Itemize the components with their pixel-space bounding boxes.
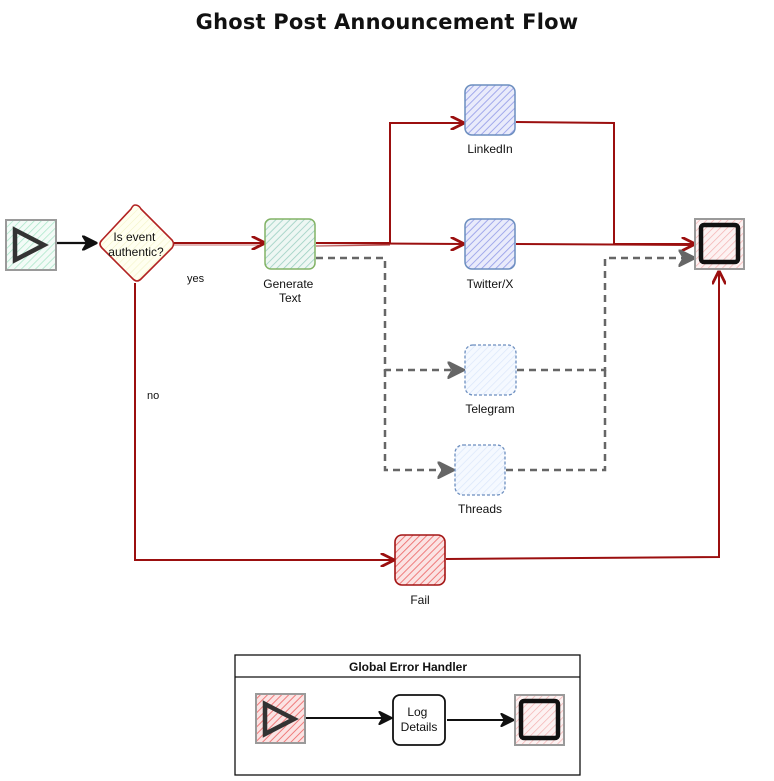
log-label-line2: Details	[401, 720, 438, 734]
task-twitter[interactable]: Twitter/X	[464, 218, 516, 291]
play-triangle-icon	[262, 700, 299, 738]
twitter-label: Twitter/X	[467, 277, 514, 291]
edge-decision-to-fail[interactable]	[134, 283, 393, 560]
svg-text:Is event authentic?: Is event authentic?	[108, 230, 164, 259]
edge-telegram-to-end[interactable]	[517, 258, 694, 372]
decision-label-line1: Is event	[113, 230, 156, 244]
svg-text:Log Details: Log Details	[401, 705, 438, 734]
generate-label-line1: Generate	[263, 277, 313, 291]
global-error-handler-pool: Global Error Handler Log Details	[234, 654, 581, 776]
generate-label-line2: Text	[279, 291, 302, 305]
linkedin-label: LinkedIn	[467, 142, 512, 156]
edge-linkedin-to-end[interactable]	[515, 121, 694, 244]
task-generate-text[interactable]: Generate Text	[263, 218, 316, 305]
edge-label-yes: yes	[187, 273, 205, 285]
edges: yes no	[57, 122, 719, 560]
threads-label: Threads	[458, 502, 502, 516]
stop-square-icon	[518, 698, 561, 741]
diagram-title: Ghost Post Announcement Flow	[195, 10, 579, 34]
start-event[interactable]	[5, 219, 57, 271]
decision-gateway[interactable]: Is event authentic?	[99, 204, 175, 282]
edge-generate-to-linkedin[interactable]	[316, 123, 463, 244]
edge-generate-to-threads[interactable]	[383, 370, 453, 470]
decision-label-line2: authentic?	[108, 245, 164, 259]
error-end-event[interactable]	[514, 694, 565, 746]
task-linkedin[interactable]: LinkedIn	[464, 84, 516, 156]
edge-label-no: no	[147, 390, 159, 402]
task-telegram[interactable]: Telegram	[464, 344, 517, 416]
edge-fail-to-end[interactable]	[445, 272, 719, 560]
play-triangle-icon	[12, 226, 49, 264]
task-log-details[interactable]: Log Details	[392, 694, 446, 746]
task-threads[interactable]: Threads	[454, 444, 506, 516]
end-event[interactable]	[694, 218, 745, 270]
log-label-line1: Log	[407, 705, 427, 719]
svg-text:Generate Text: Generate Text	[263, 277, 316, 305]
stop-square-icon	[698, 222, 741, 265]
edge-twitter-to-end[interactable]	[515, 243, 695, 246]
edge-threads-to-end[interactable]	[506, 370, 607, 472]
edge-generate-to-telegram[interactable]	[316, 256, 463, 370]
error-handler-title: Global Error Handler	[349, 660, 467, 674]
error-start-event[interactable]	[255, 693, 306, 744]
task-fail[interactable]: Fail	[394, 534, 446, 607]
fail-label: Fail	[410, 593, 429, 607]
telegram-label: Telegram	[465, 402, 514, 416]
